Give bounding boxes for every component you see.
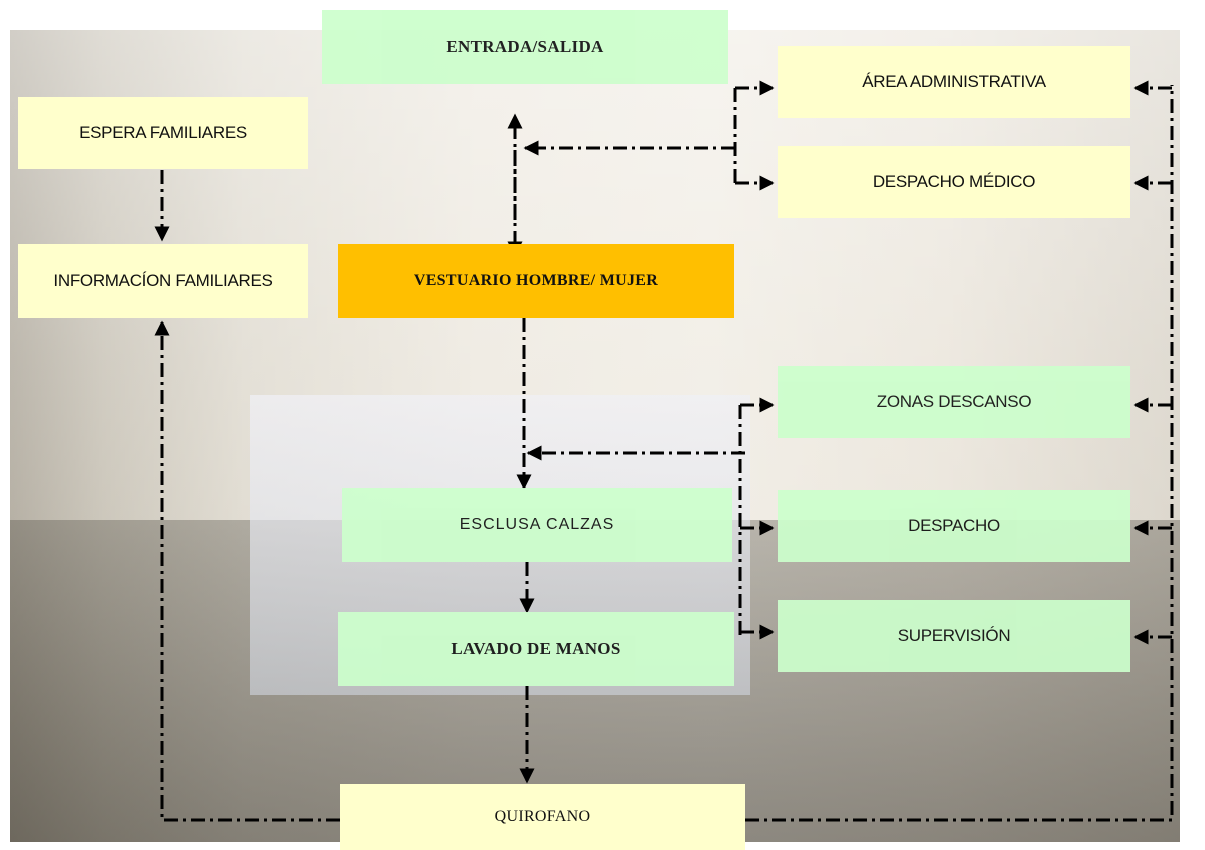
node-esclusa-calzas: ESCLUSA CALZAS [342,488,732,562]
node-area-administrativa-label: ÁREA ADMINISTRATIVA [862,72,1046,91]
node-supervision-label: SUPERVISIÓN [897,626,1011,645]
node-zonas-descanso-label: ZONAS DESCANSO [876,392,1032,411]
node-espera-familiares: ESPERA FAMILIARES [18,97,308,169]
node-area-administrativa: ÁREA ADMINISTRATIVA [778,46,1130,118]
node-despacho: DESPACHO [778,490,1130,562]
connector-quirofano-informacion [154,320,340,822]
node-esclusa-calzas-label: ESCLUSA CALZAS [459,516,615,533]
node-despacho-label: DESPACHO [908,516,1000,535]
node-entrada-salida: ENTRADA/SALIDA [322,10,728,84]
node-despacho-medico: DESPACHO MÉDICO [778,146,1130,218]
node-lavado-manos: LAVADO DE MANOS [338,612,734,686]
node-despacho-medico-label: DESPACHO MÉDICO [872,172,1036,191]
node-informacion-familiares-label: INFORMACÍON FAMILIARES [53,271,273,290]
node-quirofano-label: QUIROFANO [494,808,591,825]
node-vestuario: VESTUARIO HOMBRE/ MUJER [338,244,734,318]
node-quirofano: QUIROFANO [340,784,745,850]
node-entrada-salida-label: ENTRADA/SALIDA [446,37,604,56]
node-zonas-descanso: ZONAS DESCANSO [778,366,1130,438]
node-vestuario-label: VESTUARIO HOMBRE/ MUJER [413,272,659,289]
connector-quirofano-right-loop [745,85,1174,822]
node-lavado-manos-label: LAVADO DE MANOS [451,639,621,658]
node-espera-familiares-label: ESPERA FAMILIARES [79,123,247,142]
node-informacion-familiares: INFORMACÍON FAMILIARES [18,244,308,318]
node-supervision: SUPERVISIÓN [778,600,1130,672]
